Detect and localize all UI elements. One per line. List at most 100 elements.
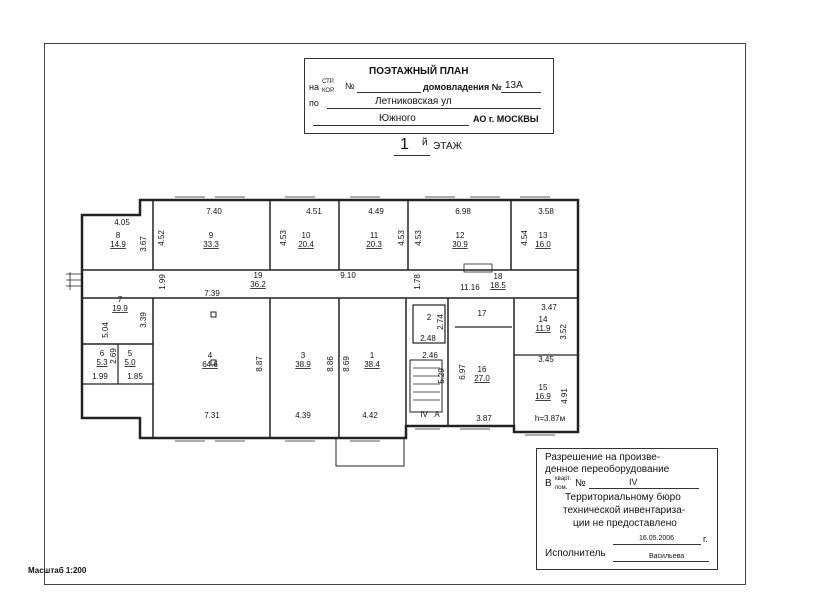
- stamp-no: №: [575, 478, 586, 489]
- dimension-label: 4.91: [560, 388, 569, 404]
- windows-top: [175, 196, 555, 442]
- stamp-line3: Территориальному бюро: [565, 492, 681, 503]
- corridor-hatch: [463, 263, 493, 273]
- stamp-block: Разрешение на произве- денное переоборуд…: [536, 448, 718, 570]
- dimension-label: 9.10: [340, 271, 356, 280]
- dimension-label: 4.42: [362, 411, 378, 420]
- dimension-label: 3.47: [541, 303, 557, 312]
- str-label: СТР.: [322, 79, 335, 85]
- no-label: №: [345, 81, 355, 91]
- dimension-label: 7.39: [204, 289, 220, 298]
- room-area-13: 16.0: [535, 240, 551, 249]
- scale-label: Масштаб 1:200: [28, 566, 87, 575]
- room-area-4: 64.6: [202, 360, 218, 369]
- stamp-kvart: кварт.: [555, 476, 572, 482]
- dimension-label: 2.69: [109, 348, 118, 364]
- dimension-label: 7.40: [206, 207, 222, 216]
- stamp-line5: ции не предоставлено: [573, 518, 677, 529]
- stair: [409, 359, 443, 413]
- entrance-porch: [335, 438, 405, 467]
- dimension-label: 4.53: [414, 230, 423, 246]
- stamp-executor-underline: [613, 561, 709, 562]
- stamp-year-suffix: г.: [703, 534, 708, 544]
- stamp-line4: технической инвентариза-: [563, 505, 686, 516]
- room-area-11: 20.3: [366, 240, 382, 249]
- floor-number: 1: [400, 136, 409, 153]
- dimension-label: 2.48: [420, 334, 436, 343]
- plan-heading: ПОЭТАЖНЫЙ ПЛАН: [369, 66, 469, 77]
- room-number-18: 18: [494, 272, 503, 281]
- domovladenie-value: 13А: [505, 80, 523, 91]
- number-underline: [357, 92, 421, 93]
- dimension-label: 3.45: [538, 355, 554, 364]
- stamp-b-label: В: [545, 478, 552, 489]
- dimension-label: 1.99: [92, 372, 108, 381]
- dimension-label: 3.52: [559, 324, 568, 340]
- district-name: Южного: [379, 113, 416, 124]
- kor-label: КОР.: [322, 88, 335, 94]
- na-label: на: [309, 82, 319, 92]
- room-area-16: 27.0: [474, 374, 490, 383]
- room-number-8: 8: [116, 231, 121, 240]
- dimension-label: 3.87: [476, 414, 492, 423]
- room-area-10: 20.4: [298, 240, 314, 249]
- room-number-16: 16: [478, 365, 487, 374]
- dimension-label: 5.04: [101, 322, 110, 338]
- room-area-8: 14.9: [110, 240, 126, 249]
- ao-label: АО г. МОСКВЫ: [473, 114, 539, 124]
- stamp-number: IV: [629, 477, 638, 487]
- dimension-label: 5.29: [437, 368, 446, 384]
- title-block: ПОЭТАЖНЫЙ ПЛАН на СТР. КОР. № домовладен…: [304, 58, 554, 134]
- district-underline: [313, 125, 469, 126]
- room-area-19: 36.2: [250, 280, 266, 289]
- stair-steps: [413, 367, 440, 401]
- room-number-17: 17: [478, 309, 487, 318]
- room-number-3: 3: [301, 351, 306, 360]
- stamp-number-underline: [589, 488, 699, 489]
- dimension-label: 4.53: [279, 230, 288, 246]
- room-number-12: 12: [456, 231, 465, 240]
- room-area-15: 16.9: [535, 392, 551, 401]
- room-number-14: 14: [539, 315, 548, 324]
- dimension-label: 6.98: [455, 207, 471, 216]
- stamp-line2: денное переоборудование: [545, 464, 670, 475]
- room-number-13: 13: [539, 231, 548, 240]
- room-number-7: 7: [118, 295, 123, 304]
- dimension-label: h=3.87м: [535, 414, 565, 423]
- dimension-label: 1.85: [127, 372, 143, 381]
- room-area-6: 5.3: [96, 358, 108, 367]
- street-name: Летниковская ул: [375, 96, 452, 107]
- room-area-14: 11.9: [536, 324, 552, 333]
- room-2-wall: [412, 304, 446, 344]
- floor-underline: [394, 155, 430, 156]
- floor-label: ЭТАЖ: [433, 141, 462, 152]
- dimension-label: 4.49: [368, 207, 384, 216]
- dimension-label: 8.86: [326, 356, 335, 372]
- dimension-label: 4.51: [306, 207, 322, 216]
- po-label: по: [309, 98, 319, 108]
- dimension-label: А: [434, 410, 440, 419]
- room-number-9: 9: [209, 231, 214, 240]
- dimension-label: 3.39: [139, 312, 148, 328]
- dimension-label: 3.58: [538, 207, 554, 216]
- dimension-label: 1.78: [413, 274, 422, 290]
- dimension-label: IV: [420, 410, 428, 419]
- room-number-11: 11: [370, 231, 379, 240]
- stamp-pom: пом.: [555, 485, 568, 491]
- dimension-label: 4.39: [295, 411, 311, 420]
- room-number-5: 5: [128, 349, 133, 358]
- stamp-line1: Разрешение на произве-: [545, 452, 661, 463]
- room-area-1: 38.4: [364, 360, 380, 369]
- dimension-label: 4.53: [397, 230, 406, 246]
- room-area-12: 30.9: [452, 240, 468, 249]
- dimension-label: 3.67: [139, 236, 148, 252]
- room-labels: 814.9933.31020.41120.31230.91316.01936.2…: [96, 231, 551, 401]
- left-steps: [66, 272, 82, 290]
- dimension-label: 7.31: [204, 411, 220, 420]
- dimension-label: 2.74: [436, 314, 445, 330]
- dimension-label: 4.52: [157, 230, 166, 246]
- dimension-label: 8.87: [255, 356, 264, 372]
- street-underline: [327, 108, 541, 109]
